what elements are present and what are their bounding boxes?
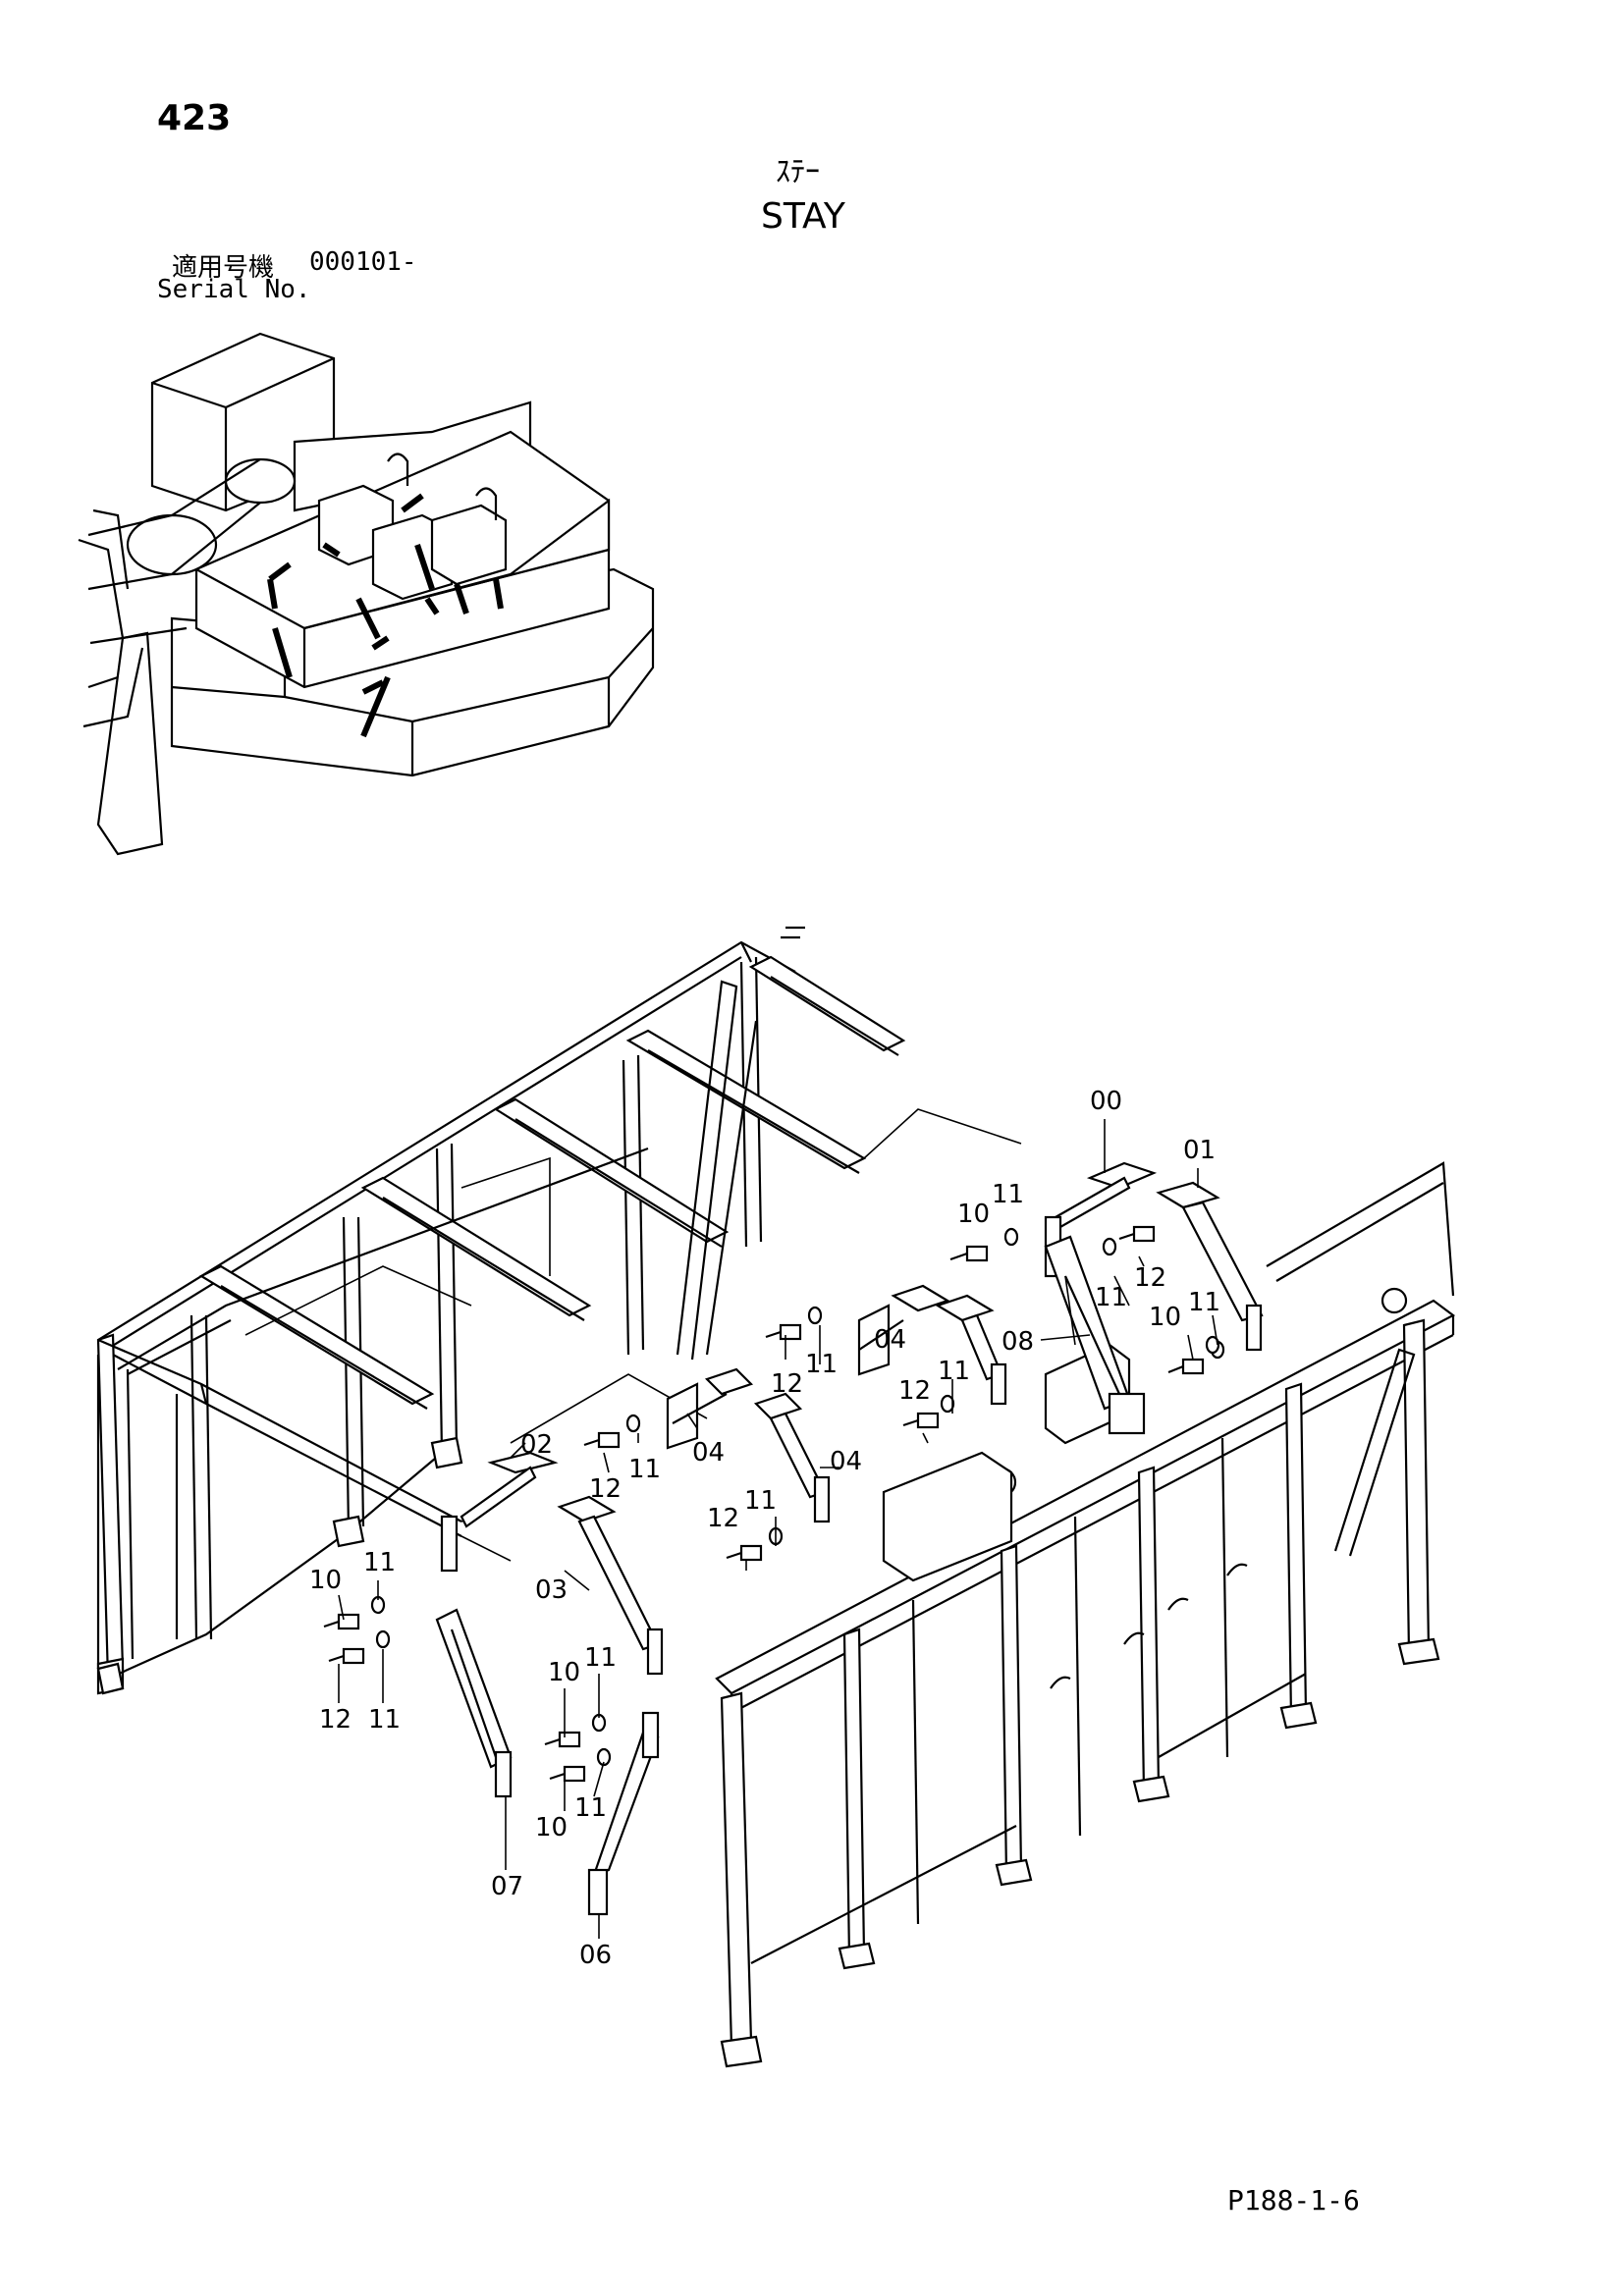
- frame-drawing: [96, 926, 1456, 2068]
- callout-04-b: 04: [692, 1438, 725, 1468]
- callout-10-e: 10: [535, 1813, 568, 1842]
- callout-11-d: 11: [805, 1350, 838, 1379]
- callout-07: 07: [491, 1872, 523, 1901]
- callout-leaders: [338, 1119, 1218, 1939]
- callout-12-c: 12: [898, 1376, 931, 1406]
- callout-10-a: 10: [957, 1200, 990, 1229]
- callout-08: 08: [1001, 1327, 1034, 1357]
- machine-overview-drawing: [78, 332, 655, 856]
- callout-10-b: 10: [1149, 1303, 1181, 1332]
- title-english: STAY: [761, 196, 845, 237]
- stay-parts: [435, 1161, 1264, 1916]
- callout-11-j: 11: [584, 1643, 617, 1673]
- callout-12-f: 12: [319, 1705, 352, 1735]
- fasteners: [323, 1225, 1225, 1783]
- page-number: 423: [157, 98, 232, 138]
- callout-00: 00: [1090, 1087, 1122, 1116]
- callout-03: 03: [535, 1575, 568, 1605]
- callout-04-a: 04: [874, 1325, 906, 1355]
- serial-number-value: 000101-: [309, 247, 417, 277]
- callout-11-k: 11: [574, 1793, 607, 1823]
- callout-01: 01: [1183, 1136, 1216, 1165]
- callout-04-c: 04: [830, 1447, 862, 1476]
- callout-10-d: 10: [548, 1658, 580, 1687]
- callout-11-b: 11: [1095, 1283, 1127, 1312]
- callout-12-d: 12: [589, 1474, 622, 1504]
- callout-12-a: 12: [1134, 1263, 1166, 1293]
- callout-labels: 00 01 02 03 04 04 04 06 07 08 10 11 12 1…: [309, 1087, 1220, 1970]
- cross-channels: [198, 955, 906, 1410]
- callout-06: 06: [579, 1941, 612, 1970]
- serial-label-japanese: 適用号機: [172, 253, 275, 283]
- title-japanese: ｽﾃｰ: [776, 155, 820, 189]
- callout-11-a: 11: [992, 1180, 1024, 1209]
- footer-page-code: P188-1-6: [1227, 2184, 1360, 2216]
- callout-11-f: 11: [628, 1455, 661, 1484]
- callout-11-i: 11: [368, 1705, 401, 1735]
- callout-02: 02: [520, 1430, 553, 1460]
- callout-11-h: 11: [363, 1548, 396, 1577]
- callout-10-c: 10: [309, 1566, 342, 1595]
- serial-label-english: Serial No.: [157, 275, 311, 304]
- callout-11-c: 11: [1188, 1288, 1220, 1317]
- callout-11-g: 11: [744, 1486, 777, 1516]
- callout-11-e: 11: [938, 1357, 970, 1386]
- callout-12-b: 12: [771, 1369, 803, 1399]
- callout-12-e: 12: [707, 1504, 739, 1533]
